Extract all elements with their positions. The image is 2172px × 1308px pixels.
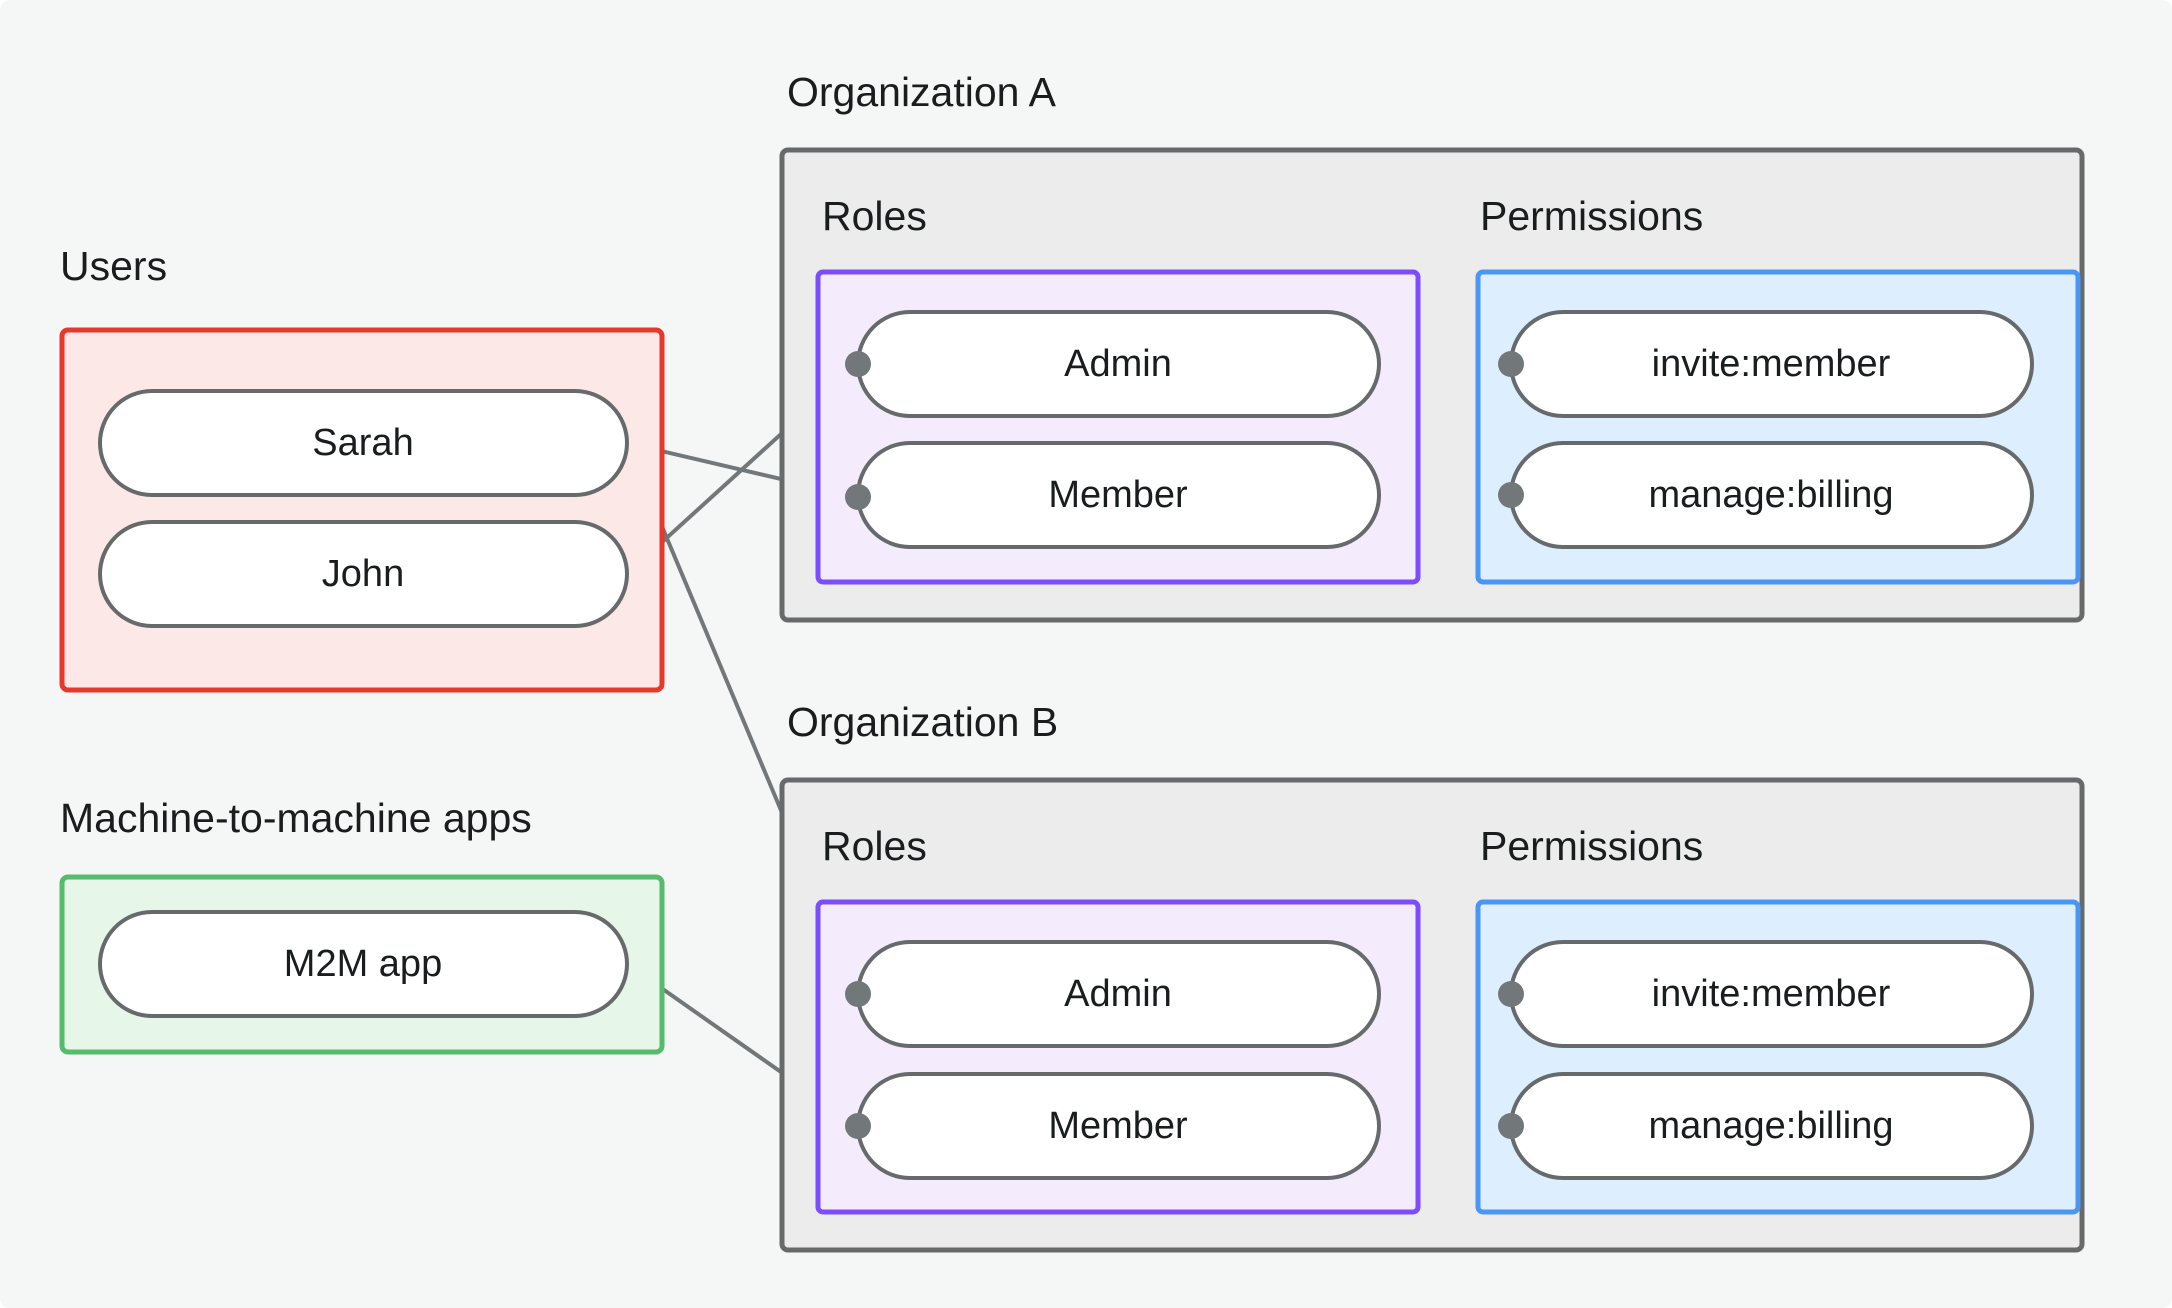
- role-node-orgA-admin[interactable]: Admin: [856, 310, 1381, 418]
- endpoint-dot-orgB-invite: [1498, 981, 1524, 1007]
- endpoint-dot-orgA-member: [845, 484, 871, 510]
- permission-pill-orgB-billing-label: manage:billing: [1648, 1105, 1893, 1147]
- role-node-orgB-member[interactable]: Member: [856, 1072, 1381, 1180]
- permission-node-orgB-manage-billing[interactable]: manage:billing: [1509, 1072, 2034, 1180]
- endpoint-dot-orgB-billing: [1498, 1113, 1524, 1139]
- organization-b-roles-title: Roles: [822, 823, 927, 869]
- organization-a-title: Organization A: [787, 69, 1057, 115]
- role-pill-orgA-admin-label: Admin: [1064, 343, 1172, 385]
- organization-a-permissions-title: Permissions: [1480, 193, 1703, 239]
- user-pill-sarah-shape[interactable]: [98, 389, 629, 497]
- permission-node-orgA-manage-billing[interactable]: manage:billing: [1509, 441, 2034, 549]
- role-node-orgA-member[interactable]: Member: [856, 441, 1381, 549]
- endpoint-dot-orgA-billing: [1498, 482, 1524, 508]
- role-pill-orgB-member-label: Member: [1048, 1105, 1188, 1147]
- user-pill-john-label: John: [322, 553, 404, 595]
- users-group-title: Users: [60, 243, 167, 289]
- edge-endpoint-dots: [845, 351, 1524, 1139]
- user-pill-john-shape[interactable]: [98, 520, 629, 628]
- permission-node-orgA-invite-member[interactable]: invite:member: [1509, 310, 2034, 418]
- role-node-orgB-admin[interactable]: Admin: [856, 940, 1381, 1048]
- m2m-node-app[interactable]: M2M app: [98, 910, 629, 1018]
- permission-pill-orgA-invite-label: invite:member: [1652, 343, 1891, 385]
- endpoint-dot-orgA-invite: [1498, 351, 1524, 377]
- m2m-pill-app-label: M2M app: [284, 943, 442, 985]
- organization-a-roles-title: Roles: [822, 193, 927, 239]
- m2m-group-title: Machine-to-machine apps: [60, 795, 532, 841]
- m2m-pill-app-shape[interactable]: [98, 910, 629, 1018]
- permission-pill-orgA-billing-label: manage:billing: [1648, 474, 1893, 516]
- organization-b-title: Organization B: [787, 699, 1058, 745]
- user-pill-sarah-label: Sarah: [312, 422, 413, 464]
- permission-node-orgB-invite-member[interactable]: invite:member: [1509, 940, 2034, 1048]
- user-node-john[interactable]: John: [98, 520, 629, 628]
- endpoint-dot-orgA-admin: [845, 351, 871, 377]
- users-group-box: [59, 327, 665, 693]
- user-node-sarah[interactable]: Sarah: [98, 389, 629, 497]
- endpoint-dot-orgB-admin: [845, 981, 871, 1007]
- organization-b-permissions-title: Permissions: [1480, 823, 1703, 869]
- role-pill-orgB-admin-label: Admin: [1064, 973, 1172, 1015]
- role-pill-orgA-member-label: Member: [1048, 474, 1188, 516]
- endpoint-dot-orgB-member: [845, 1113, 871, 1139]
- permission-pill-orgB-invite-label: invite:member: [1652, 973, 1891, 1015]
